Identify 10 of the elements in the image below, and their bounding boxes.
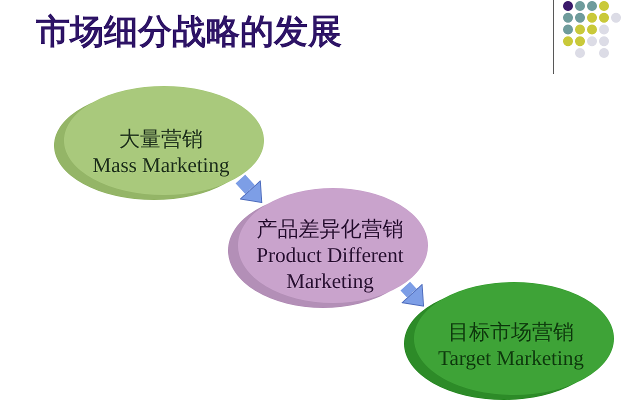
node-title: 产品差异化营销 — [256, 216, 404, 242]
ellipse-node — [54, 86, 264, 200]
ellipse-node — [404, 282, 614, 400]
node-subtitle: Target Marketing — [438, 345, 584, 371]
node-subtitle: Mass Marketing — [92, 152, 230, 178]
ellipse-node — [228, 188, 428, 308]
node-title: 目标市场营销 — [448, 319, 574, 345]
slide-title: 市场细分战略的发展 — [36, 12, 342, 52]
node-title: 大量营销 — [119, 126, 203, 152]
node-subtitle: Product Different Marketing — [255, 242, 405, 294]
